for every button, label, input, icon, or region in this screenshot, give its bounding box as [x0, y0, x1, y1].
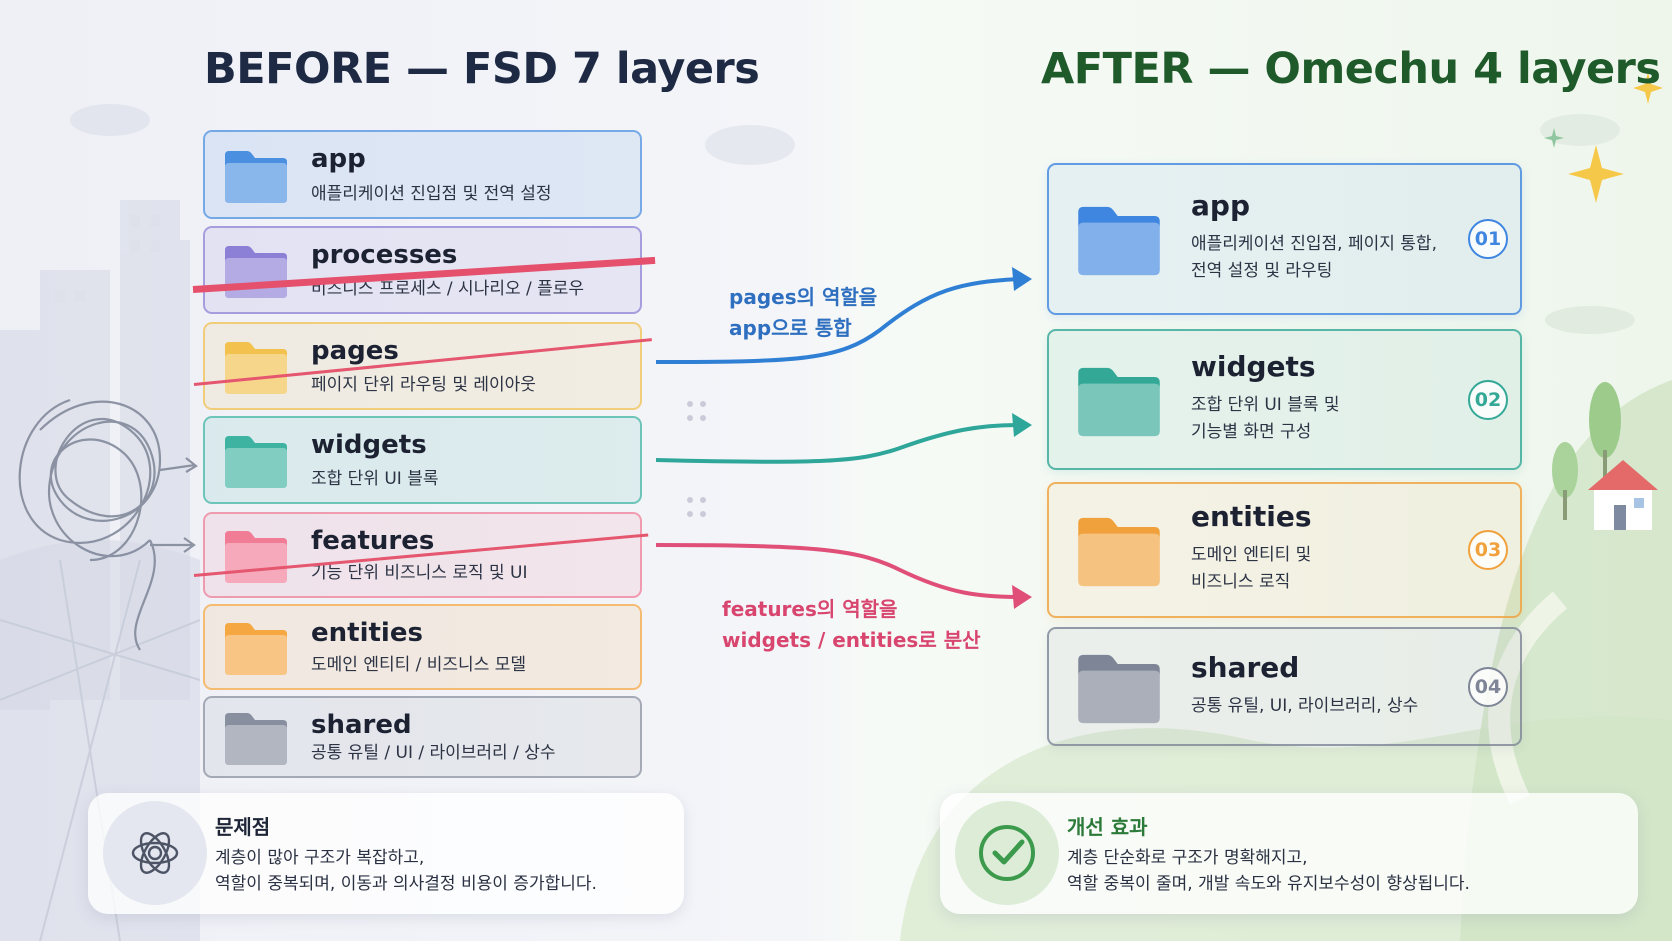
after-layer-desc-line1: 애플리케이션 진입점, 페이지 통합, — [1191, 234, 1437, 254]
before-layer-desc: 조합 단위 UI 블록 — [311, 469, 439, 489]
check-circle-icon — [979, 825, 1035, 881]
before-title: BEFORE — FSD 7 layers — [204, 44, 760, 94]
folder-blue-icon — [225, 150, 287, 203]
folder-teal-icon — [1078, 367, 1160, 436]
before-layer-desc: 기능 단위 비즈니스 로직 및 UI — [311, 563, 528, 583]
layer-number-badge: 02 — [1468, 379, 1508, 420]
after-layer-name: shared — [1191, 650, 1300, 684]
before-layer-name: widgets — [311, 430, 427, 460]
house-illustration — [1588, 460, 1658, 530]
folder-orange-icon — [225, 623, 287, 675]
layer-number-badge: 04 — [1468, 666, 1508, 707]
improvement-panel: 개선 효과 계층 단순화로 구조가 명확해지고, 역할 중복이 줄며, 개발 속… — [940, 793, 1638, 914]
before-layer-name: processes — [311, 240, 458, 270]
after-layer-desc: 애플리케이션 진입점, 페이지 통합, 전역 설정 및 라우팅 — [1191, 231, 1437, 285]
folder-orange-icon — [1078, 517, 1160, 587]
before-card-app: app 애플리케이션 진입점 및 전역 설정 — [203, 130, 642, 219]
problem-line1: 계층이 많아 구조가 복잡하고, — [215, 848, 425, 868]
before-layer-desc: 애플리케이션 진입점 및 전역 설정 — [311, 184, 552, 204]
after-layer-name: entities — [1191, 500, 1312, 533]
after-layer-desc-line2: 기능별 화면 구성 — [1191, 421, 1312, 442]
before-card-widgets: widgets 조합 단위 UI 블록 — [203, 416, 642, 504]
after-layer-desc-line2: 전역 설정 및 라우팅 — [1191, 261, 1333, 281]
problem-panel: 문제점 계층이 많아 구조가 복잡하고, 역할이 중복되며, 이동과 의사결정 … — [88, 793, 684, 914]
before-layer-name: shared — [311, 710, 412, 740]
after-layer-desc-line2: 비즈니스 로직 — [1191, 572, 1291, 592]
layer-number-badge: 01 — [1468, 219, 1508, 259]
problem-icon-circle — [103, 801, 207, 905]
folder-gray-icon — [1078, 654, 1160, 723]
layer-number-badge: 03 — [1468, 530, 1508, 570]
tangled-knot-icon — [131, 832, 179, 874]
folder-blue-icon — [1078, 206, 1160, 276]
improvement-line1: 계층 단순화로 구조가 명확해지고, — [1067, 848, 1308, 868]
improvement-title: 개선 효과 — [1067, 815, 1148, 839]
before-layer-desc: 페이지 단위 라우팅 및 레이아웃 — [311, 375, 536, 395]
folder-pink-icon — [225, 531, 287, 583]
note-features-line2: widgets / entities로 분산 — [722, 628, 981, 652]
note-pages-line2: app으로 통합 — [729, 316, 852, 340]
after-layer-name: app — [1191, 189, 1250, 222]
problem-line2: 역할이 중복되며, 이동과 의사결정 비용이 증가합니다. — [215, 874, 597, 894]
tangle-scribble — [18, 398, 198, 651]
before-card-processes: processes 비즈니스 프로세스 / 시나리오 / 플로우 — [203, 226, 642, 314]
before-layer-desc: 도메인 엔티티 / 비즈니스 모델 — [311, 655, 527, 675]
before-layer-name: pages — [311, 336, 399, 366]
note-pages-line1: pages의 역할을 — [729, 285, 878, 309]
after-title: AFTER — Omechu 4 layers — [1041, 44, 1661, 94]
problem-title: 문제점 — [215, 815, 271, 839]
before-layer-name: features — [311, 526, 435, 556]
folder-gray-icon — [225, 713, 287, 765]
note-pages: pages의 역할을 app으로 통합 — [729, 282, 877, 344]
after-layer-desc: 공통 유틸, UI, 라이브러리, 상수 — [1191, 693, 1418, 720]
folder-purple-icon — [225, 246, 287, 298]
after-layer-desc-line1: 공통 유틸, UI, 라이브러리, 상수 — [1191, 695, 1419, 716]
after-layer-desc-line1: 조합 단위 UI 블록 및 — [1191, 394, 1340, 415]
before-card-shared: shared 공통 유틸 / UI / 라이브러리 / 상수 — [203, 696, 642, 778]
before-card-features: features 기능 단위 비즈니스 로직 및 UI — [203, 512, 642, 598]
after-layer-desc-line1: 도메인 엔티티 및 — [1191, 545, 1312, 565]
folder-teal-icon — [225, 436, 287, 488]
before-layer-name: app — [311, 144, 366, 174]
folder-yellow-icon — [225, 342, 287, 394]
before-layer-desc: 비즈니스 프로세스 / 시나리오 / 플로우 — [311, 279, 585, 299]
before-layer-name: entities — [311, 618, 423, 648]
problem-text: 계층이 많아 구조가 복잡하고, 역할이 중복되며, 이동과 의사결정 비용이 … — [215, 845, 597, 897]
sparkle-icon — [1568, 72, 1663, 203]
tree-illustration — [1552, 382, 1621, 520]
before-card-pages: pages 페이지 단위 라우팅 및 레이아웃 — [203, 322, 642, 410]
improvement-icon-circle — [955, 801, 1059, 905]
before-layer-desc: 공통 유틸 / UI / 라이브러리 / 상수 — [311, 743, 556, 763]
note-features-line1: features의 역할을 — [722, 597, 898, 621]
after-card-shared: shared 공통 유틸, UI, 라이브러리, 상수 04 — [1047, 627, 1522, 746]
after-layer-name: widgets — [1191, 349, 1316, 383]
improvement-line2: 역할 중복이 줄며, 개발 속도와 유지보수성이 향상됩니다. — [1067, 874, 1470, 894]
improvement-text: 계층 단순화로 구조가 명확해지고, 역할 중복이 줄며, 개발 속도와 유지보… — [1067, 845, 1470, 897]
after-card-app: app 애플리케이션 진입점, 페이지 통합, 전역 설정 및 라우팅 01 — [1047, 163, 1522, 315]
before-card-entities: entities 도메인 엔티티 / 비즈니스 모델 — [203, 604, 642, 690]
note-features: features의 역할을 widgets / entities로 분산 — [722, 594, 981, 656]
